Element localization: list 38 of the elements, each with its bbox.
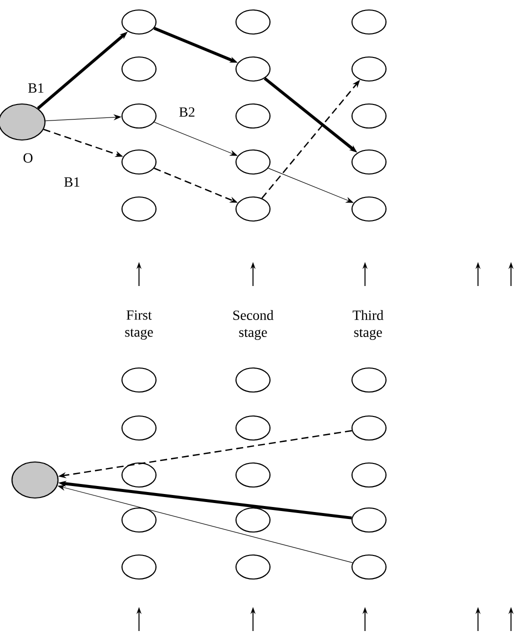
state-circle	[235, 462, 271, 488]
state-circle	[121, 56, 157, 82]
node-label: O	[24, 153, 32, 163]
state-circle	[351, 9, 387, 35]
state-circle	[351, 149, 387, 175]
state-circle	[121, 196, 157, 222]
state-circle	[235, 367, 271, 393]
state-circle	[235, 149, 271, 175]
stage-label: Third stage	[352, 310, 384, 340]
state-circle	[121, 415, 157, 441]
state-circle	[121, 554, 157, 580]
state-circle	[235, 56, 271, 82]
edge-label: B2	[178, 106, 196, 118]
stage-label: Second stage	[233, 310, 274, 340]
state-circle	[235, 9, 271, 35]
state-circle	[121, 149, 157, 175]
state-circle	[121, 462, 157, 488]
state-circle	[121, 367, 157, 393]
stage-label: First stage	[125, 310, 153, 340]
state-circle	[121, 9, 157, 35]
state-circle	[351, 196, 387, 222]
edge-label: B1	[62, 176, 82, 188]
edge-label: B1	[26, 82, 46, 94]
state-circle	[235, 415, 271, 441]
state-circle	[351, 415, 387, 441]
state-circle	[121, 103, 157, 129]
state-circle	[235, 103, 271, 129]
state-circle	[351, 103, 387, 129]
state-circle	[121, 507, 157, 533]
state-circle	[351, 462, 387, 488]
state-circle	[351, 56, 387, 82]
state-circle	[235, 507, 271, 533]
state-circle	[235, 554, 271, 580]
state-circle	[351, 507, 387, 533]
state-circle	[351, 367, 387, 393]
state-circle	[235, 196, 271, 222]
state-circle	[351, 554, 387, 580]
origin-circle	[11, 461, 59, 499]
